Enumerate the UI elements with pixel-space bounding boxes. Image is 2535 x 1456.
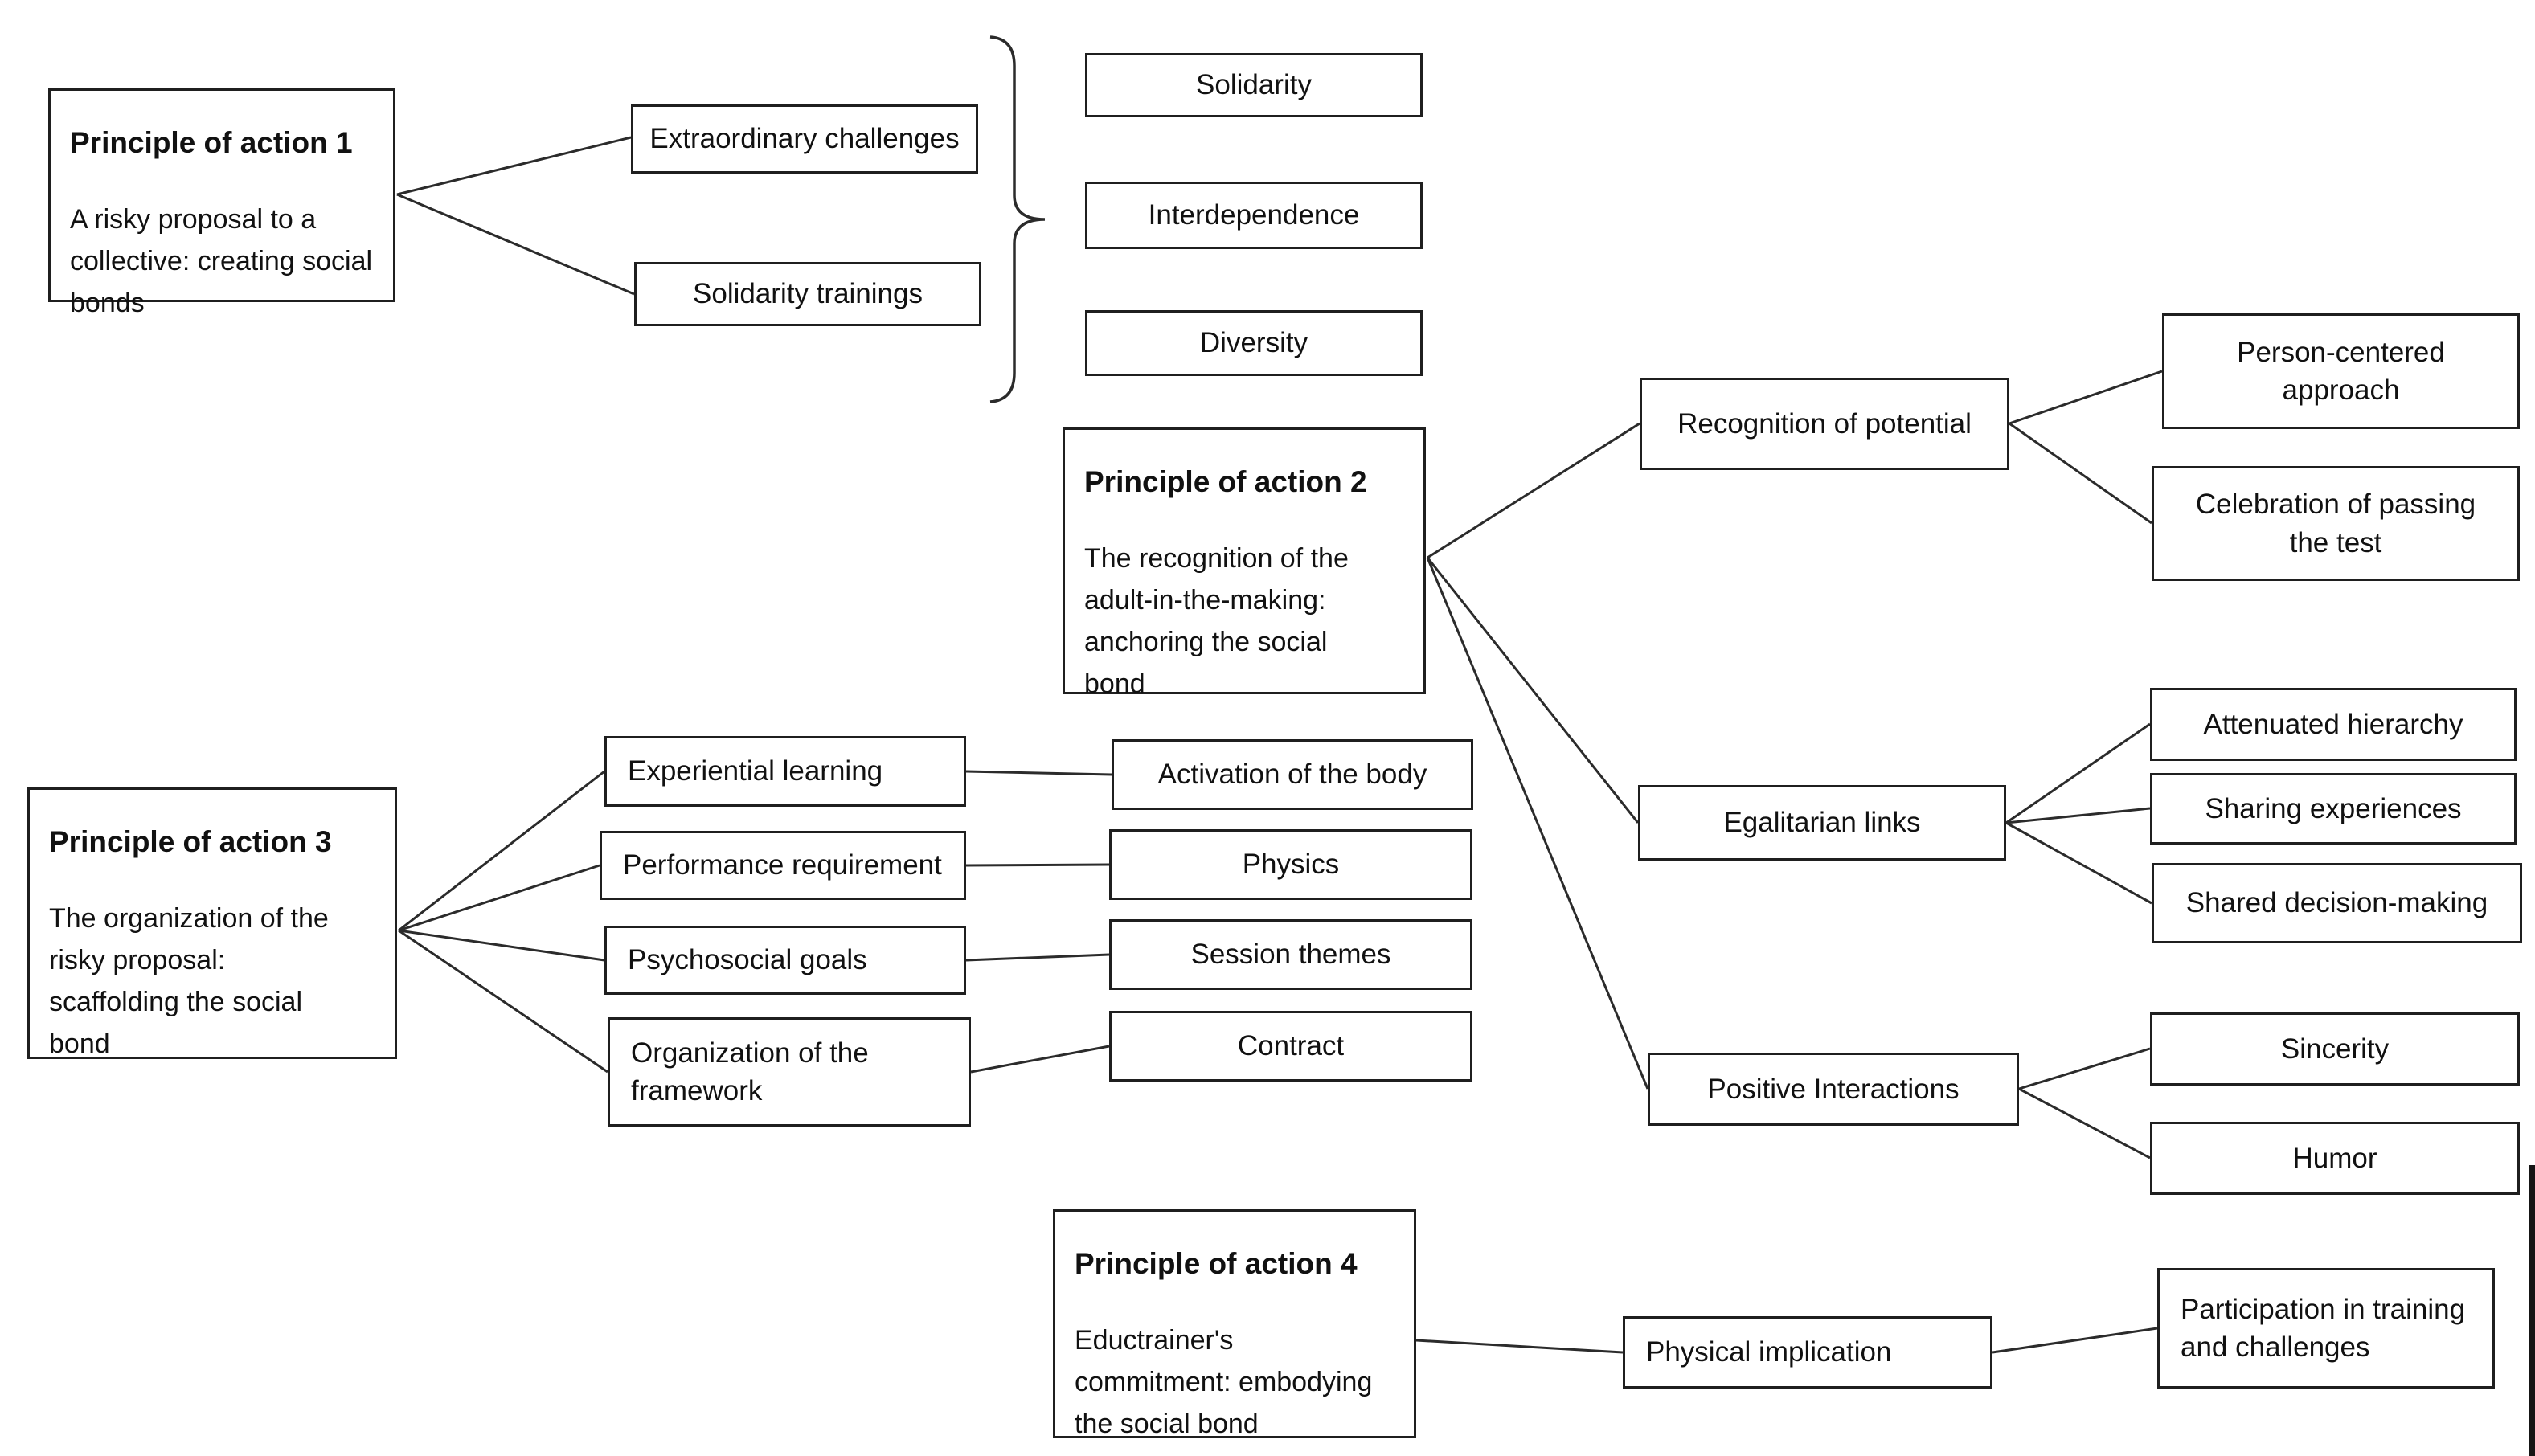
node-label: Physical implication	[1646, 1336, 1892, 1368]
node-label: Diversity	[1199, 327, 1308, 359]
connector-p4-physical	[1415, 1339, 1624, 1354]
node-celebration-of-passing: Celebration of passing the test	[2152, 466, 2520, 581]
node-solidarity-trainings: Solidarity trainings	[634, 262, 981, 326]
connector-egalitarian-shared	[2005, 821, 2152, 905]
node-principle-1: Principle of action 1 A risky proposal t…	[48, 88, 395, 318]
node-solidarity: Solidarity	[1085, 53, 1423, 117]
node-label: Solidarity	[1196, 69, 1312, 101]
connector-egalitarian-sharing	[2005, 807, 2151, 824]
node-label: Egalitarian links	[1723, 807, 1921, 839]
node-psychosocial-goals: Psychosocial goals	[604, 926, 966, 995]
node-label: Positive Interactions	[1707, 1073, 1960, 1105]
node-recognition-of-potential: Recognition of potential	[1640, 378, 2009, 470]
node-label: Person-centered approach	[2237, 336, 2445, 406]
connector-p1-trainings	[396, 193, 635, 296]
principle-3-title: Principle of action 3	[49, 825, 332, 858]
node-label: Recognition of potential	[1677, 407, 1972, 440]
principle-1-title: Principle of action 1	[70, 126, 353, 159]
principle-1-body: A risky proposal to a collective: creati…	[70, 204, 373, 318]
node-sincerity: Sincerity	[2150, 1012, 2520, 1086]
connector-recognition-person	[2009, 370, 2163, 425]
node-label: Activation of the body	[1157, 759, 1427, 791]
node-extraordinary-challenges: Extraordinary challenges	[631, 104, 978, 174]
connector-organization-contract	[970, 1045, 1110, 1074]
connector-p3-performance	[398, 864, 600, 932]
connector-p2-positive	[1426, 557, 1649, 1090]
connector-p3-psychosocial	[398, 929, 605, 962]
node-label: Participation in training and challenges	[2181, 1293, 2466, 1363]
connector-experiential-activation	[965, 770, 1112, 776]
page-edge-bar	[2529, 1165, 2535, 1456]
connector-p2-recognition	[1427, 422, 1640, 559]
principle-3-body: The organization of the risky proposal: …	[49, 903, 329, 1059]
node-label: Sharing experiences	[2205, 792, 2462, 824]
node-positive-interactions: Positive Interactions	[1648, 1053, 2019, 1126]
node-label: Psychosocial goals	[628, 944, 867, 976]
node-physical-implication: Physical implication	[1623, 1316, 1992, 1389]
node-activation-of-the-body: Activation of the body	[1112, 739, 1473, 810]
node-humor: Humor	[2150, 1122, 2520, 1195]
connector-positive-humor	[2018, 1087, 2151, 1159]
node-label: Interdependence	[1148, 199, 1360, 231]
node-principle-4: Principle of action 4 Eductrainer's comm…	[1053, 1209, 1416, 1439]
principle-2-title: Principle of action 2	[1084, 465, 1367, 498]
node-label: Organization of the framework	[631, 1037, 869, 1106]
node-contract: Contract	[1109, 1011, 1472, 1082]
principle-4-title: Principle of action 4	[1075, 1247, 1358, 1280]
connector-p2-egalitarian	[1426, 557, 1640, 824]
node-label: Physics	[1242, 849, 1340, 881]
connector-physical-participation	[1992, 1327, 2158, 1354]
node-label: Sincerity	[2280, 1033, 2390, 1065]
node-egalitarian-links: Egalitarian links	[1638, 785, 2006, 861]
node-label: Attenuated hierarchy	[2203, 708, 2463, 740]
node-participation-in-training: Participation in training and challenges	[2157, 1268, 2495, 1389]
brace	[989, 35, 1046, 403]
node-organization-of-framework: Organization of the framework	[608, 1017, 971, 1127]
node-label: Celebration of passing the test	[2195, 489, 2476, 558]
node-principle-2: Principle of action 2 The recognition of…	[1063, 427, 1426, 699]
node-diversity: Diversity	[1085, 310, 1423, 376]
connector-psychosocial-session	[965, 953, 1110, 962]
node-physics: Physics	[1109, 829, 1472, 900]
node-label: Solidarity trainings	[693, 278, 923, 310]
node-label: Contract	[1237, 1030, 1345, 1062]
node-person-centered-approach: Person-centered approach	[2162, 313, 2520, 429]
connector-p3-experiential	[398, 770, 605, 932]
connector-egalitarian-attenuated	[2005, 722, 2151, 824]
node-principle-3: Principle of action 3 The organization o…	[27, 787, 397, 1059]
node-label: Performance requirement	[623, 849, 942, 881]
principle-4-body: Eductrainer's commitment: embodying the …	[1075, 1325, 1373, 1439]
principle-2-body: The recognition of the adult-in-the-maki…	[1084, 543, 1349, 699]
connector-positive-sincerity	[2018, 1047, 2151, 1090]
connector-recognition-celebration	[2009, 422, 2152, 525]
node-label: Shared decision-making	[2185, 887, 2488, 919]
node-session-themes: Session themes	[1109, 919, 1472, 990]
node-label: Humor	[2292, 1142, 2377, 1174]
node-label: Session themes	[1190, 939, 1391, 971]
node-shared-decision-making: Shared decision-making	[2152, 863, 2522, 943]
node-interdependence: Interdependence	[1085, 182, 1423, 249]
node-label: Experiential learning	[628, 755, 883, 787]
connector-p1-extraordinary	[396, 136, 632, 196]
node-experiential-learning: Experiential learning	[604, 736, 966, 807]
connector-p3-organization	[398, 929, 608, 1074]
node-performance-requirement: Performance requirement	[600, 831, 966, 900]
node-label: Extraordinary challenges	[649, 123, 960, 155]
node-sharing-experiences: Sharing experiences	[2150, 773, 2517, 845]
node-attenuated-hierarchy: Attenuated hierarchy	[2150, 688, 2517, 761]
